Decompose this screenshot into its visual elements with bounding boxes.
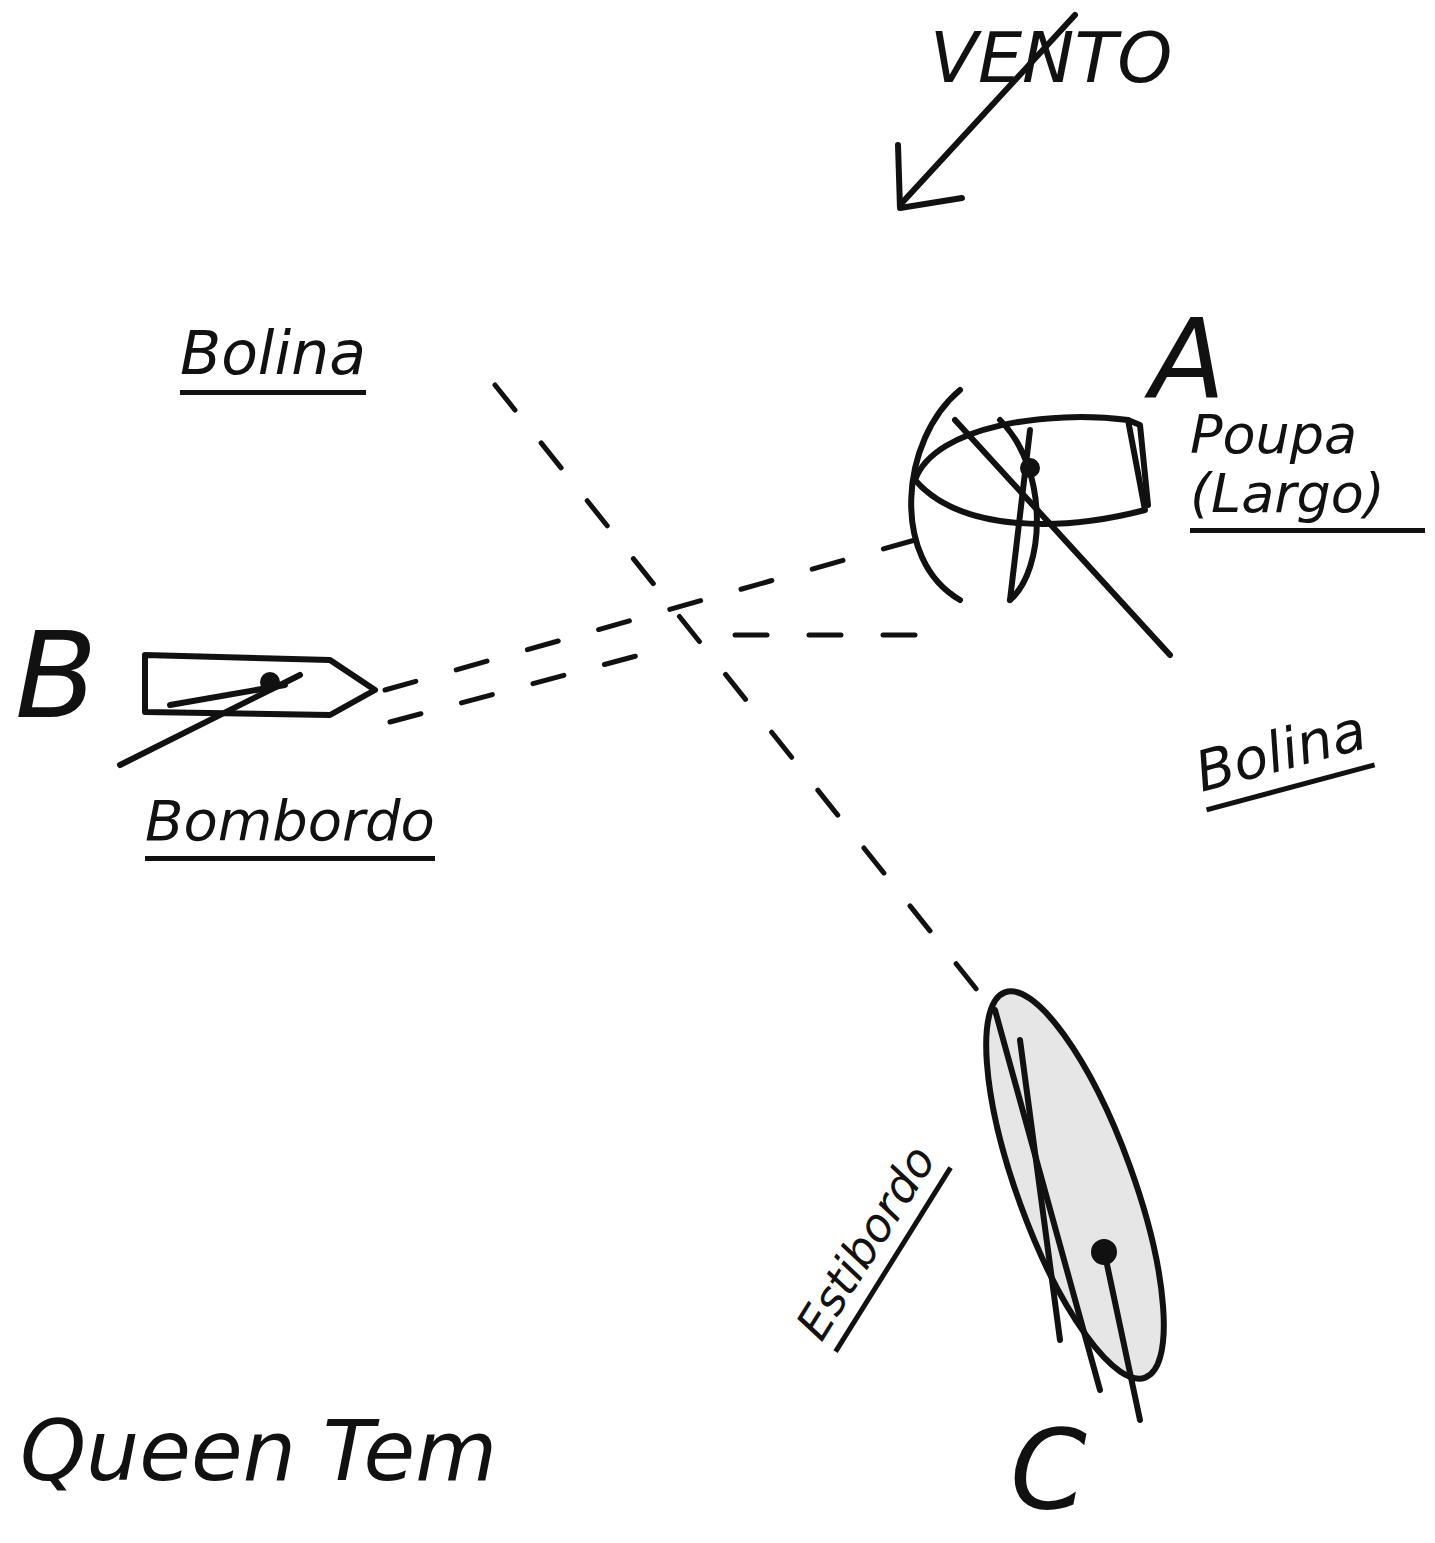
course-line [735,633,935,638]
sail-line [995,1010,1100,1390]
wind-label: VENTO [930,20,1172,97]
boat-hull [145,655,375,715]
course-line [390,655,640,722]
wind-arrowhead [898,145,962,208]
point-of-sail-label: Bolina [1189,699,1375,812]
sail-line [1105,1255,1140,1420]
mast-line [1010,430,1030,600]
note-text: Queen Tem [20,1405,497,1497]
tack-label: Bombordo [145,790,435,861]
mast-dot [263,675,277,689]
boat-letter: A [1150,300,1225,421]
boat-hull [950,973,1199,1398]
point-of-sail-label: Bolina [180,320,366,395]
mast-dot [1094,1242,1114,1262]
boat-letter: B [15,610,97,742]
course-line [385,540,915,690]
tack-label: Estibordo [787,1137,953,1353]
sail-line [120,675,300,765]
boom-line [955,420,1170,655]
mast-dot [1023,461,1037,475]
boat-stern [1128,420,1148,505]
boat-letter: C [1010,1410,1087,1531]
sail-line [1020,1040,1060,1340]
sail-arc [1000,420,1037,600]
point-of-sail-label: Poupa (Largo) [1190,405,1425,533]
course-line [495,385,985,1000]
